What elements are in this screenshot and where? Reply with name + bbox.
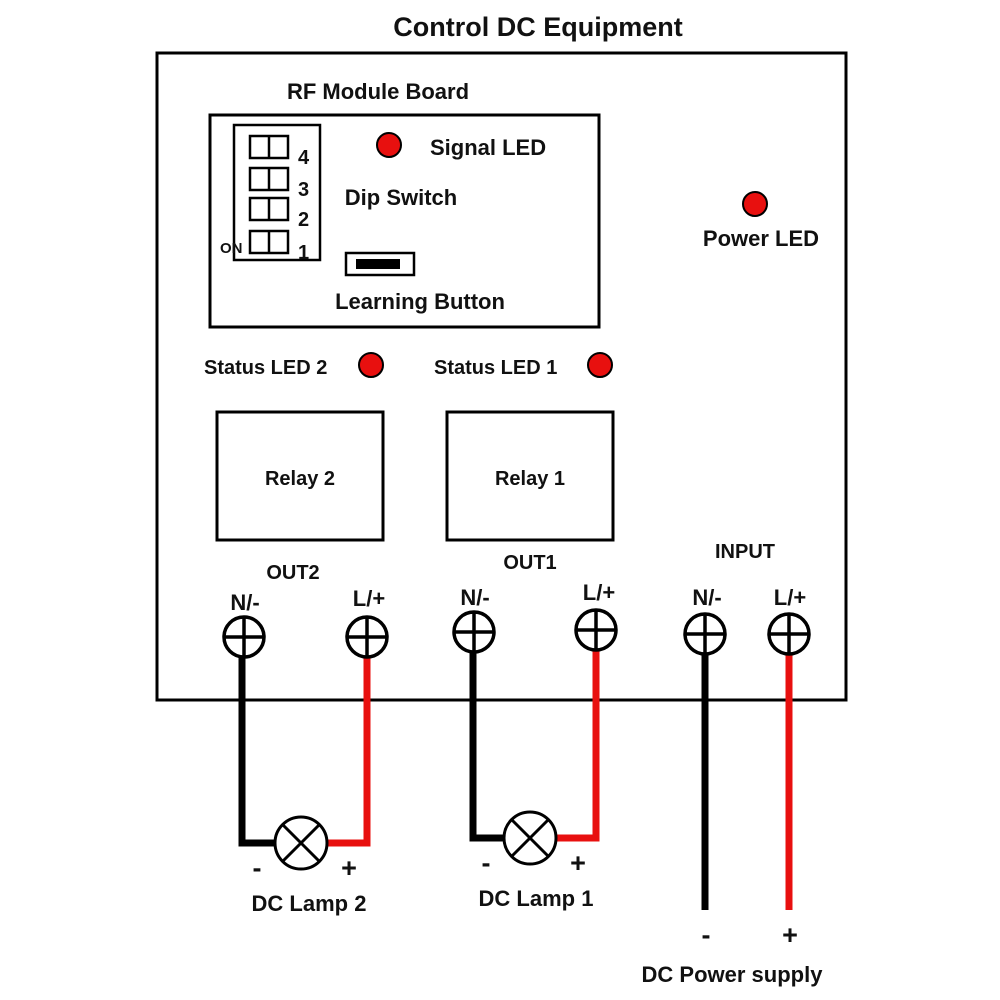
lamp-2-negative-wire [238,655,278,847]
input-label: INPUT [715,541,775,563]
out2-pos-terminal [345,615,389,659]
out2-neg-terminal [222,615,266,659]
lamp-1-minus: - [482,848,491,878]
lamp-1-negative-wire [469,650,506,842]
input-pos-label: L/+ [774,585,806,610]
dc-lamp-2-label: DC Lamp 2 [252,891,367,916]
dip-switch-position-2 [248,196,290,222]
out1-neg-terminal [452,610,496,654]
status-led-1 [587,352,613,378]
lamp-2-positive-wire [326,655,371,847]
dc-lamp-1-label: DC Lamp 1 [479,886,594,911]
lamp-1-plus: + [570,848,586,878]
out1-pos-terminal [574,608,618,652]
out1-pos-label: L/+ [583,580,615,605]
status-led-2 [358,352,384,378]
dc-lamp-2 [273,815,329,871]
power-led-label: Power LED [703,226,819,251]
dc-lamp-1 [502,810,558,866]
signal-led [376,132,402,158]
relay-1-label: Relay 1 [495,468,565,490]
dip-switch-label: Dip Switch [345,185,457,210]
learning-button [344,251,416,277]
lamp-1-positive-wire [556,650,600,842]
dip-switch-position-3 [248,166,290,192]
dip-switch-housing [232,123,322,262]
input-pos-terminal [767,612,811,656]
status-led-2-label: Status LED 2 [204,357,327,379]
power-led [742,191,768,217]
lamp-2-plus: + [341,853,357,883]
rf-module-board [208,113,601,329]
input-neg-terminal [683,612,727,656]
dip-number-4: 4 [298,147,310,169]
out2-label: OUT2 [266,562,319,584]
status-led-1-label: Status LED 1 [434,357,557,379]
equipment-enclosure [155,51,848,702]
signal-led-label: Signal LED [430,135,546,160]
rf-module-label: RF Module Board [287,79,469,104]
relay-2-label: Relay 2 [265,468,335,490]
dip-number-2: 2 [298,209,309,231]
dip-switch-position-1 [248,229,290,255]
out1-neg-label: N/- [460,585,489,610]
relay-2 [215,410,385,542]
learning-button-label: Learning Button [335,289,505,314]
dc-power-supply-label: DC Power supply [642,962,824,987]
power-supply-minus: - [702,920,711,950]
dip-switch-position-4 [248,134,290,160]
dip-number-1: 1 [298,242,309,264]
dip-on-label: ON [220,240,243,257]
relay-1 [445,410,615,542]
out2-pos-label: L/+ [353,586,385,611]
out1-label: OUT1 [503,552,556,574]
input-neg-label: N/- [692,585,721,610]
power-supply-plus: + [782,920,798,950]
lamp-2-minus: - [253,853,262,883]
diagram-title: Control DC Equipment [393,12,682,42]
out2-neg-label: N/- [230,590,259,615]
dip-switch: 4 3 2 1 ON [220,123,322,264]
dip-number-3: 3 [298,179,309,201]
